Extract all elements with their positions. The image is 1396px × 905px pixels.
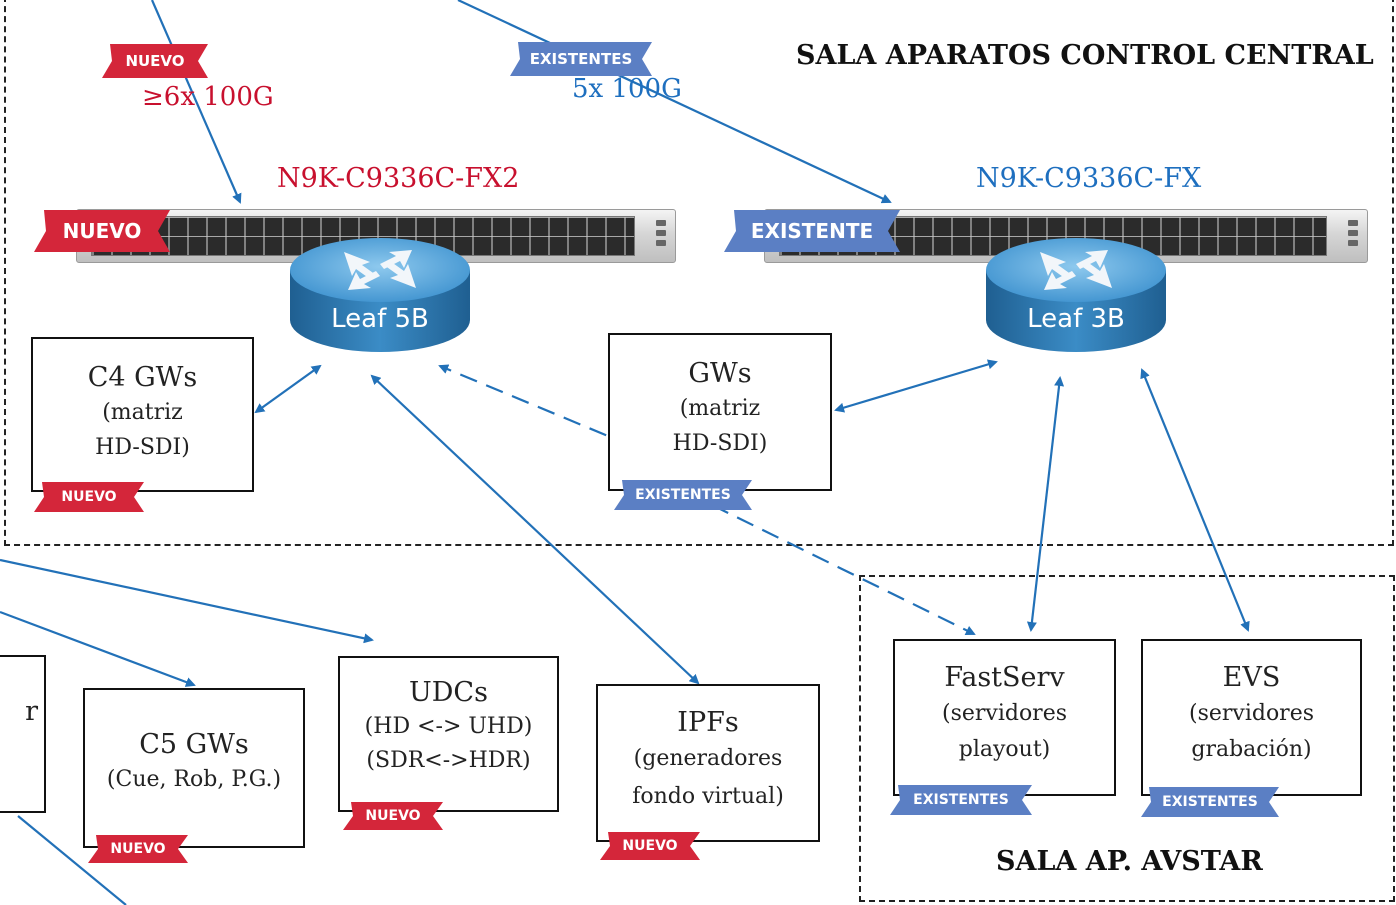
- device-partial: r: [0, 655, 46, 813]
- uplink-new-line: [150, 0, 242, 204]
- device-line: fondo virtual): [632, 784, 784, 809]
- device-line: HD-SDI): [672, 431, 768, 456]
- badge-switch-leaf3b: EXISTENTE: [724, 210, 900, 252]
- device-title: r: [25, 696, 38, 727]
- badge-c5gws: NUEVO: [88, 835, 188, 863]
- device-line: (SDR<->HDR): [366, 748, 531, 773]
- device-line: (matriz: [679, 396, 761, 421]
- device-line: grabación): [1191, 737, 1312, 762]
- link-c4gws-leaf5b: [254, 364, 322, 414]
- link-fastserv-leaf3b: [1026, 376, 1065, 632]
- uplink-existing-speed: 5x 100G: [572, 74, 682, 104]
- device-c5gws: C5 GWs (Cue, Rob, P.G.): [83, 688, 305, 848]
- uplink-existing-line: [457, 0, 892, 204]
- zone-avstar: [859, 575, 1395, 902]
- zone-title-avstar: SALA AP. AVSTAR: [996, 846, 1263, 877]
- badge-udcs: NUEVO: [343, 802, 443, 830]
- device-line: (servidores: [941, 701, 1068, 726]
- link-gws-fastserv-dashed: [711, 504, 976, 635]
- badge-uplink-new: NUEVO: [102, 44, 208, 78]
- link-offscreen-c5gws: [0, 610, 196, 687]
- uplink-new-speed: ≥6x 100G: [142, 82, 274, 112]
- router-leaf5b: Leaf 5B: [290, 236, 470, 354]
- device-fastserv: FastServ (servidores playout): [893, 639, 1116, 796]
- device-line: (matriz: [102, 400, 183, 425]
- device-line: (Cue, Rob, P.G.): [106, 767, 282, 792]
- device-line: (HD <-> UHD): [364, 714, 533, 739]
- device-title: FastServ: [944, 662, 1065, 693]
- device-title: C4 GWs: [87, 362, 198, 393]
- switch-ear: [1345, 216, 1361, 256]
- badge-gws: EXISTENTES: [614, 480, 752, 510]
- router-icon: [290, 238, 470, 352]
- link-offscreen-udcs: [0, 558, 374, 644]
- device-line: playout): [958, 737, 1051, 762]
- switch-model-leaf5b: N9K-C9336C-FX2: [277, 163, 520, 194]
- device-line: (servidores: [1188, 701, 1315, 726]
- device-evs: EVS (servidores grabación): [1141, 639, 1362, 796]
- device-title: EVS: [1222, 662, 1281, 693]
- link-evs-leaf3b: [1140, 368, 1250, 632]
- link-gws-leaf3b: [834, 359, 998, 413]
- switch-model-leaf3b: N9K-C9336C-FX: [976, 163, 1202, 194]
- device-title: IPFs: [677, 707, 739, 738]
- device-title: GWs: [688, 358, 752, 389]
- device-gws: GWs (matriz HD-SDI): [608, 333, 832, 491]
- link-partial-down: [17, 815, 127, 905]
- device-title: C5 GWs: [139, 729, 249, 760]
- router-label-leaf3b: Leaf 3B: [1027, 304, 1125, 334]
- link-gws-leaf5b-dashed: [438, 364, 633, 448]
- router-label-leaf5b: Leaf 5B: [331, 304, 429, 334]
- router-icon: [986, 238, 1166, 352]
- badge-switch-leaf5b: NUEVO: [34, 210, 170, 252]
- badge-c4gws: NUEVO: [34, 482, 144, 512]
- badge-evs: EXISTENTES: [1141, 787, 1279, 817]
- device-ipfs: IPFs (generadores fondo virtual): [596, 684, 820, 842]
- zone-title-central: SALA APARATOS CONTROL CENTRAL: [796, 40, 1374, 71]
- device-line: HD-SDI): [95, 435, 190, 460]
- switch-ear: [653, 216, 669, 256]
- badge-ipfs: NUEVO: [600, 832, 700, 860]
- device-line: (generadores: [633, 746, 783, 771]
- badge-fastserv: EXISTENTES: [890, 785, 1032, 815]
- device-title: UDCs: [409, 677, 488, 708]
- router-leaf3b: Leaf 3B: [986, 236, 1166, 354]
- device-udcs: UDCs (HD <-> UHD) (SDR<->HDR): [338, 656, 559, 812]
- device-c4gws: C4 GWs (matriz HD-SDI): [31, 337, 254, 492]
- badge-uplink-existing: EXISTENTES: [510, 42, 652, 76]
- link-ipfs-leaf5b: [370, 374, 700, 685]
